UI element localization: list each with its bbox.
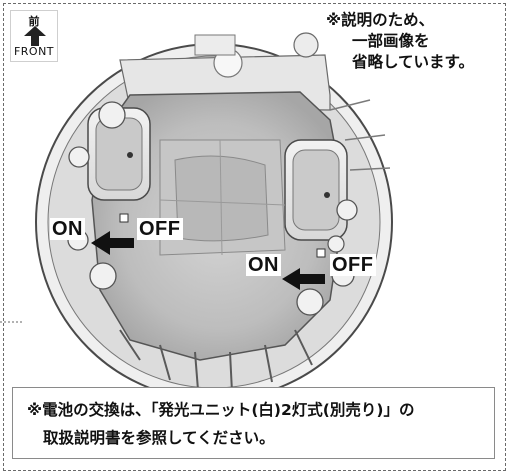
left-arrow-icon [91, 231, 134, 255]
footer-line-1: ※電池の交換は、「発光ユニット(白)2灯式(別売り)」の [27, 401, 415, 419]
note-line-3: 省略しています。 [352, 53, 474, 71]
left-switch-off-label: OFF [137, 218, 183, 240]
up-arrow-icon [24, 26, 46, 46]
front-direction-badge: 前 FRONT [10, 10, 58, 62]
right-switch-on-label: ON [246, 254, 281, 276]
front-kanji: 前 [28, 15, 40, 28]
note-line-1: ※説明のため、 [326, 11, 435, 29]
left-arrow-icon [282, 268, 325, 290]
note-line-2: 一部画像を [352, 32, 430, 50]
front-label: FRONT [13, 45, 55, 58]
battery-replacement-note: ※電池の交換は、「発光ユニット(白)2灯式(別売り)」の 取扱説明書を参照してく… [12, 387, 495, 459]
footer-line-2: 取扱説明書を参照してください。 [43, 429, 275, 447]
left-switch-on-label: ON [50, 218, 85, 240]
right-switch-off-label: OFF [330, 254, 376, 276]
omission-note: ※説明のため、 一部画像を 省略しています。 [326, 10, 506, 73]
